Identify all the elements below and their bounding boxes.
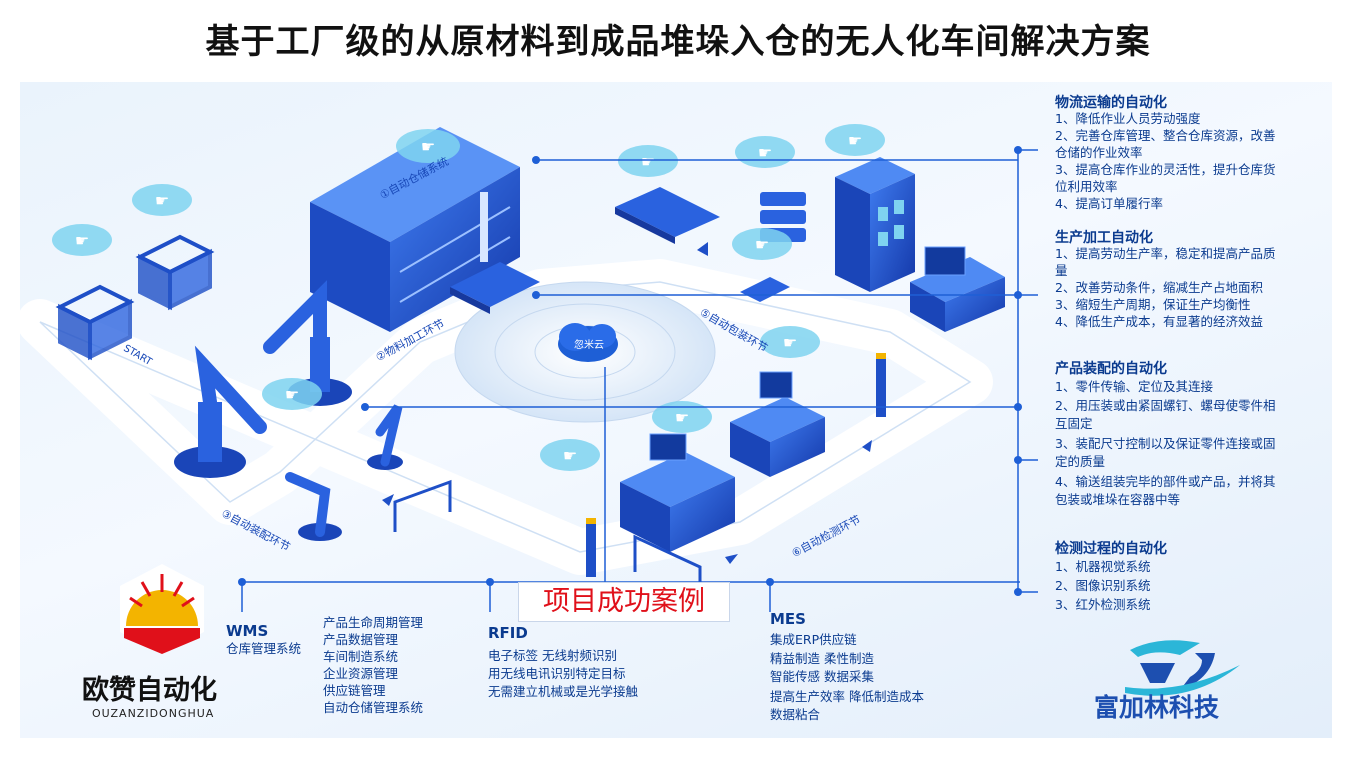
flow-arrows [382,242,872,564]
mes-line: 集成ERP供应链 [770,632,857,647]
frame-cube-1 [55,284,135,361]
bubble-4: ☛ [618,145,678,177]
svg-text:☛: ☛ [848,131,862,150]
wms-title: WMS [226,622,269,640]
panel-title: 物流运输的自动化 [1055,95,1167,111]
fujialin-logo-mark [1125,640,1240,696]
panel-line: 1、降低作业人员劳动强度 [1055,111,1201,126]
bollard-2 [586,522,596,577]
factory-scene: ☛ ☛ ☛ ☛ ☛ ☛ ☛ ☛ ☛ ☛ ☛ [20,82,1332,738]
wms-line: 供应链管理 [323,683,386,698]
panel-line: 2、用压装或由紧固螺钉、螺母使零件相 [1055,398,1276,413]
wms-line: 自动仓储管理系统 [323,700,424,715]
panel-line: 包装或堆垛在容器中等 [1055,492,1181,507]
bubble-3: ☛ [396,129,460,163]
svg-text:☛: ☛ [75,231,89,250]
panel-line: 4、输送组装完毕的部件或产品，并将其 [1055,474,1276,489]
mes-line: 数据粘合 [770,707,821,722]
factory-illustration: ☛ ☛ ☛ ☛ ☛ ☛ ☛ ☛ ☛ ☛ ☛ [20,124,1240,696]
mes-line: 智能传感 数据采集 [770,669,874,684]
frame-cube-2 [135,234,215,311]
panel-line: 互固定 [1055,416,1093,431]
brand-right-name: 富加林科技 [1094,693,1220,722]
panel-line: 2、图像识别系统 [1055,578,1151,593]
svg-text:☛: ☛ [155,191,169,210]
panel-title: 产品装配的自动化 [1055,361,1167,377]
cloud-icon [558,323,618,362]
cloud-label: 忽米云 [574,340,604,351]
assembly-station-1 [620,433,735,552]
mes-line: 提高生产效率 降低制造成本 [770,689,924,704]
svg-text:☛: ☛ [758,143,772,162]
mes-title: MES [770,610,806,628]
robot-arm-3 [285,472,342,541]
panel-title: 检测过程的自动化 [1055,541,1167,557]
bubble-1: ☛ [52,224,112,256]
panel-line: 1、提高劳动生产率，稳定和提高产品质 [1055,246,1276,261]
assembly-station-2 [730,371,825,477]
rfid-line: 用无线电讯识别特定目标 [488,666,626,681]
server-tower [835,157,915,292]
connector-lines [241,149,1038,612]
brand-left-pinyin: OUZANZIDONGHUA [92,707,215,720]
panel-line: 4、提高订单履行率 [1055,196,1163,211]
bubble-8: ☛ [262,378,322,410]
connector-dots [238,146,1022,596]
svg-text:☛: ☛ [675,408,689,427]
panel-line: 2、完善仓库管理、整合仓库资源，改善 [1055,128,1276,143]
rfid-line: 电子标签 无线射频识别 [488,648,617,663]
mes-line: 精益制造 柔性制造 [770,651,874,666]
agv-cart-1 [450,262,540,314]
success-case-banner: 项目成功案例 [518,582,730,622]
cursor-bubbles: ☛ ☛ ☛ ☛ ☛ ☛ ☛ ☛ ☛ ☛ ☛ [52,124,885,471]
control-console [910,246,1005,332]
bubble-2: ☛ [132,184,192,216]
svg-text:☛: ☛ [783,333,797,352]
bubble-7: ☛ [732,228,792,260]
bubble-6: ☛ [825,124,885,156]
svg-text:☛: ☛ [285,385,299,404]
wms-line: 产品生命周期管理 [323,615,424,630]
panel-line: 1、零件传输、定位及其连接 [1055,379,1213,394]
panel-line: 3、提高仓库作业的灵活性，提升仓库货 [1055,162,1276,177]
brand-left-name: 欧赞自动化 [82,675,217,706]
wms-line: 产品数据管理 [323,632,399,647]
bubble-9: ☛ [760,326,820,358]
panel-line: 3、装配尺寸控制以及保证零件连接或固 [1055,436,1276,451]
agv-cart-2 [615,187,720,244]
panel-line: 位利用效率 [1055,179,1118,194]
warehouse-rack [310,127,520,332]
panel-title: 生产加工自动化 [1055,230,1153,246]
panel-line: 量 [1055,263,1068,278]
bubble-5: ☛ [735,136,795,168]
wms-line: 企业资源管理 [323,666,399,681]
ouzan-logo-mark [120,564,204,654]
svg-text:☛: ☛ [641,152,655,171]
panel-line: 仓储的作业效率 [1055,145,1143,160]
bubble-10: ☛ [652,401,712,433]
rfid-title: RFID [488,624,528,642]
wms-line: 车间制造系统 [323,649,399,664]
wms-subtitle: 仓库管理系统 [226,641,302,656]
bollard-1 [876,357,886,417]
svg-text:☛: ☛ [755,235,769,254]
panel-line: 2、改善劳动条件，缩减生产占地面积 [1055,280,1263,295]
rfid-line: 无需建立机械或是光学接触 [488,684,639,699]
page-title: 基于工厂级的从原材料到成品堆垛入仓的无人化车间解决方案 [205,22,1151,62]
robot-arm-2 [174,345,267,478]
svg-text:☛: ☛ [421,137,435,156]
gate-1 [393,479,452,532]
bubble-11: ☛ [540,439,600,471]
panel-line: 3、缩短生产周期，保证生产均衡性 [1055,297,1251,312]
panel-line: 4、降低生产成本，有显著的经济效益 [1055,314,1263,329]
panel-line: 1、机器视觉系统 [1055,559,1151,574]
panel-line: 定的质量 [1055,454,1106,469]
svg-text:☛: ☛ [563,446,577,465]
panel-line: 3、红外检测系统 [1055,597,1151,612]
